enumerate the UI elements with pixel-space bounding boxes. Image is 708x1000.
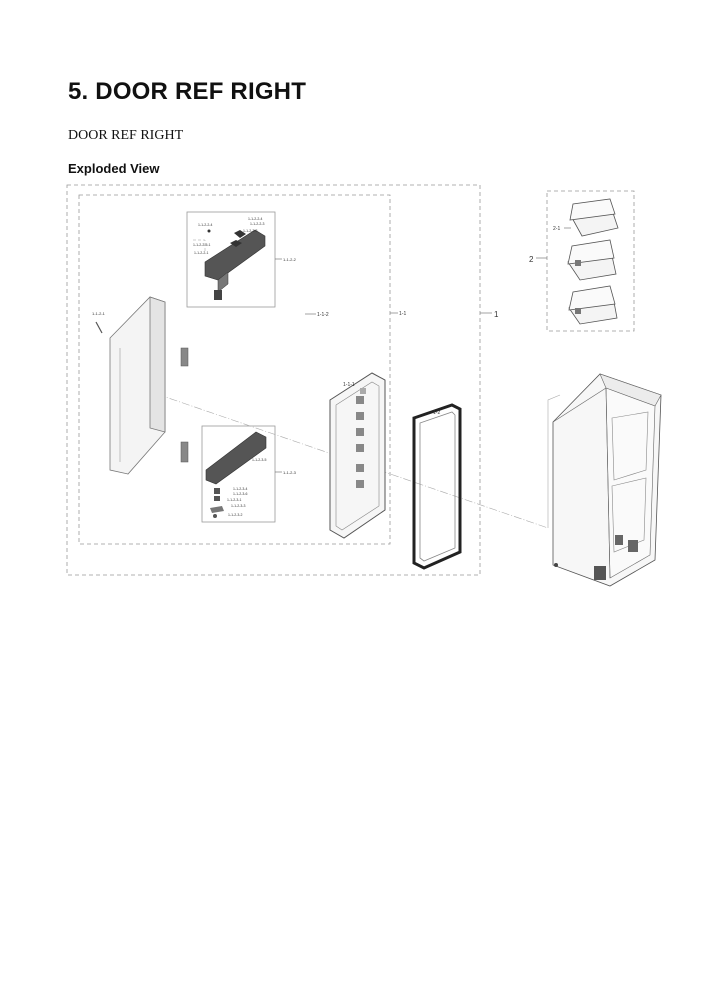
assembly-1-frame [66, 184, 481, 576]
label-1-1-2-2: 1-1-2-2 [283, 257, 297, 262]
inner-door-liner-part [329, 372, 386, 539]
assembly-1-1-frame [78, 194, 391, 545]
label-2: 2 [529, 255, 534, 264]
door-bins-part [567, 198, 619, 325]
label-1: 1 [494, 310, 499, 319]
label-lower-4: 1-1-2-3-1 [227, 498, 241, 502]
label-upper-1: 1-1-2-2-4 [198, 223, 212, 227]
hinge-lower-part [180, 441, 189, 463]
assembly-1-1-2-2-frame [186, 211, 276, 308]
label-lower-5: 1-1-2-3-3 [231, 504, 245, 508]
assembly-2-frame [546, 190, 635, 332]
label-lower-3: 1-1-2-3-6 [233, 492, 247, 496]
section-subtitle: DOOR REF RIGHT [68, 128, 184, 143]
exploded-view-title: Exploded View [68, 161, 160, 176]
refrigerator-body [552, 373, 662, 587]
label-upper-3: 1-1-2-2-3 [250, 222, 264, 226]
label-upper-2: 1-1-2-2-4 [248, 217, 262, 221]
label-lower-2: 1-1-2-3-4 [233, 487, 247, 491]
page-title: 5. DOOR REF RIGHT [68, 78, 307, 105]
hinge-upper-part [180, 347, 189, 367]
upper-cover-assembly-part [193, 229, 266, 300]
label-2-1: 2-1 [553, 226, 560, 232]
label-lower-1: 1-1-2-3-5 [252, 458, 266, 462]
label-lower-6: 1-1-2-3-2 [228, 513, 242, 517]
label-1-1: 1-1 [399, 311, 406, 317]
assembly-1-1-2-3-frame [201, 425, 276, 523]
door-gasket-part [412, 403, 462, 570]
door-panel-part [95, 296, 166, 475]
label-1-1-1: 1-1-1 [343, 382, 355, 388]
label-1-1-2: 1-1-2 [317, 312, 329, 318]
label-upper-4: 1-1-2-2-2 [243, 229, 257, 233]
label-1-1-2-1: 1-1-2-1 [92, 311, 106, 316]
label-1-2: 1-2 [433, 410, 440, 416]
label-upper-5: 1-1-2-2-5-1 [193, 243, 211, 247]
lower-cover-assembly-part [205, 431, 267, 518]
label-1-1-2-3: 1-1-2-3 [283, 470, 297, 475]
label-upper-6: 1-1-2-2-1 [194, 251, 208, 255]
